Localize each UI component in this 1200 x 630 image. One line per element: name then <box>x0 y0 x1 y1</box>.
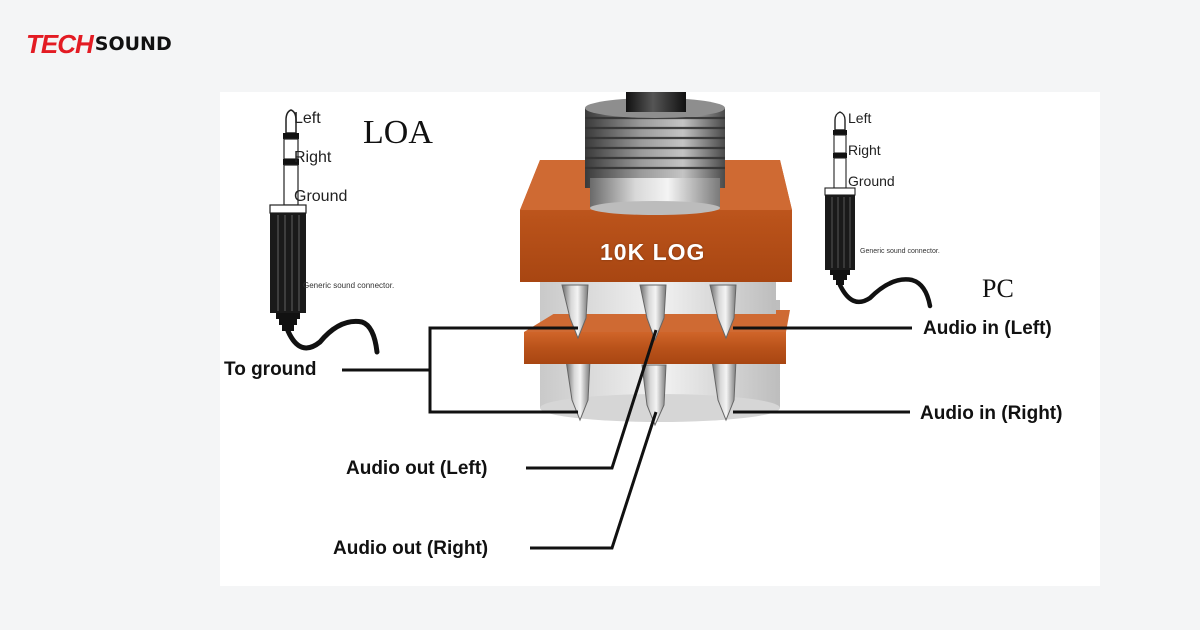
techsound-logo: TECH SOUND <box>26 24 172 64</box>
left-jack-caption: Generic sound connector. <box>303 281 395 290</box>
audio-out-left-label: Audio out (Left) <box>346 458 488 479</box>
logo-sound: SOUND <box>94 33 172 55</box>
potentiometer <box>520 92 792 427</box>
audio-out-right-wire <box>530 411 658 550</box>
pot-value-label: 10K LOG <box>600 239 706 265</box>
lower-pins <box>565 359 737 427</box>
left-jack-ring-label: Right <box>294 149 332 166</box>
left-jack-sleeve-label: Ground <box>294 188 348 205</box>
loa-title: LOA <box>363 114 433 151</box>
right-jack-sleeve-label: Ground <box>848 173 895 189</box>
right-jack-tip-label: Left <box>848 110 872 126</box>
right-jack <box>818 110 960 310</box>
to-ground-label: To ground <box>224 359 317 380</box>
right-jack-caption: Generic sound connector. <box>860 248 940 255</box>
audio-in-right-label: Audio in (Right) <box>920 403 1063 424</box>
pc-title: PC <box>982 274 1014 303</box>
left-jack <box>242 105 406 355</box>
audio-in-left-label: Audio in (Left) <box>923 318 1052 339</box>
audio-out-right-label: Audio out (Right) <box>333 538 489 559</box>
right-jack-ring-label: Right <box>848 142 881 158</box>
upper-pins <box>561 284 737 342</box>
logo-tech: TECH <box>26 28 94 59</box>
audio-out-left-wire <box>526 329 658 470</box>
left-jack-tip-label: Left <box>294 110 321 127</box>
wires <box>342 326 912 550</box>
